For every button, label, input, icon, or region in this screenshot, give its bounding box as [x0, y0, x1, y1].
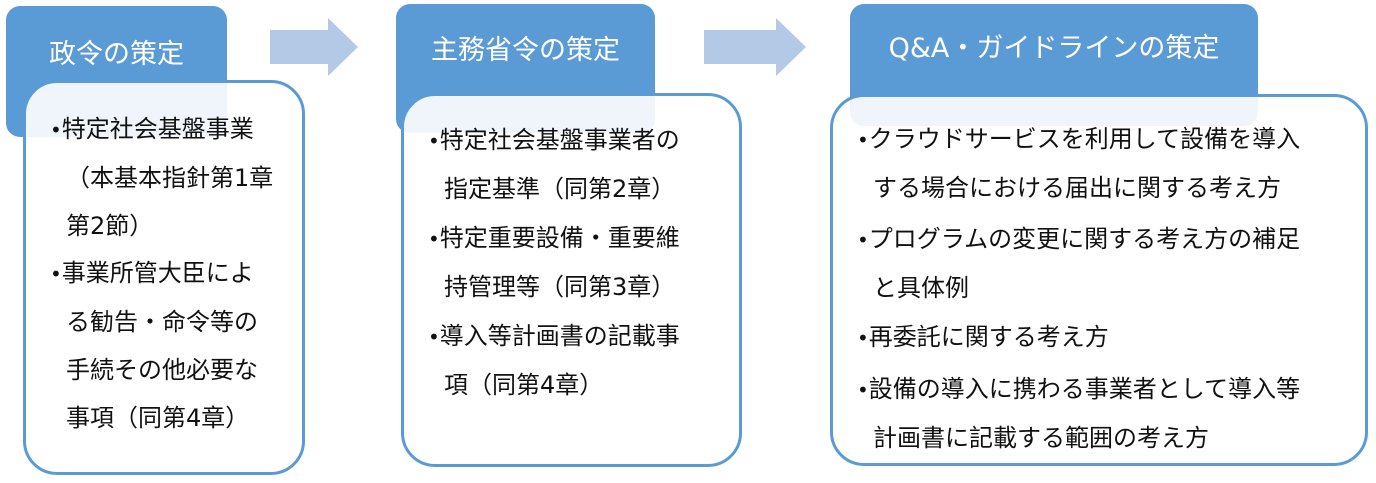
list-item: プログラムの変更に関する考え方の補足 と具体例: [857, 215, 1300, 312]
list-item: クラウドサービスを利用して設備を導入 する場合における届出に関する考え方: [857, 115, 1300, 212]
arrow-right-icon: [270, 18, 358, 76]
stage-3-content-box: クラウドサービスを利用して設備を導入 する場合における届出に関する考え方 プログ…: [830, 94, 1368, 466]
stage-2-title: 主務省令の策定: [431, 35, 620, 66]
stage-1-title: 政令の策定: [49, 39, 184, 70]
list-item: 特定社会基盤事業 （本基本指針第1章 第2節）: [50, 105, 273, 250]
arrow-right-icon: [704, 18, 806, 76]
stage-1-content-box: 特定社会基盤事業 （本基本指針第1章 第2節） 事業所管大臣によ る勧告・命令等…: [23, 80, 305, 475]
stage-2-content-box: 特定社会基盤事業者の 指定基準（同第2章） 特定重要設備・重要維 持管理等（同第…: [401, 93, 742, 467]
list-item: 設備の導入に携わる事業者として導入等 計画書に記載する範囲の考え方: [857, 365, 1300, 462]
stage-3-title: Q&A・ガイドラインの策定: [888, 33, 1220, 64]
list-item: 特定重要設備・重要維 持管理等（同第3章）: [428, 214, 680, 311]
list-item: 再委託に関する考え方: [857, 313, 1109, 362]
list-item: 特定社会基盤事業者の 指定基準（同第2章）: [428, 116, 680, 213]
list-item: 事業所管大臣によ る勧告・命令等の 手続その他必要な 事項（同第4章）: [50, 249, 258, 442]
list-item: 導入等計画書の記載事 項（同第4章）: [428, 312, 680, 409]
